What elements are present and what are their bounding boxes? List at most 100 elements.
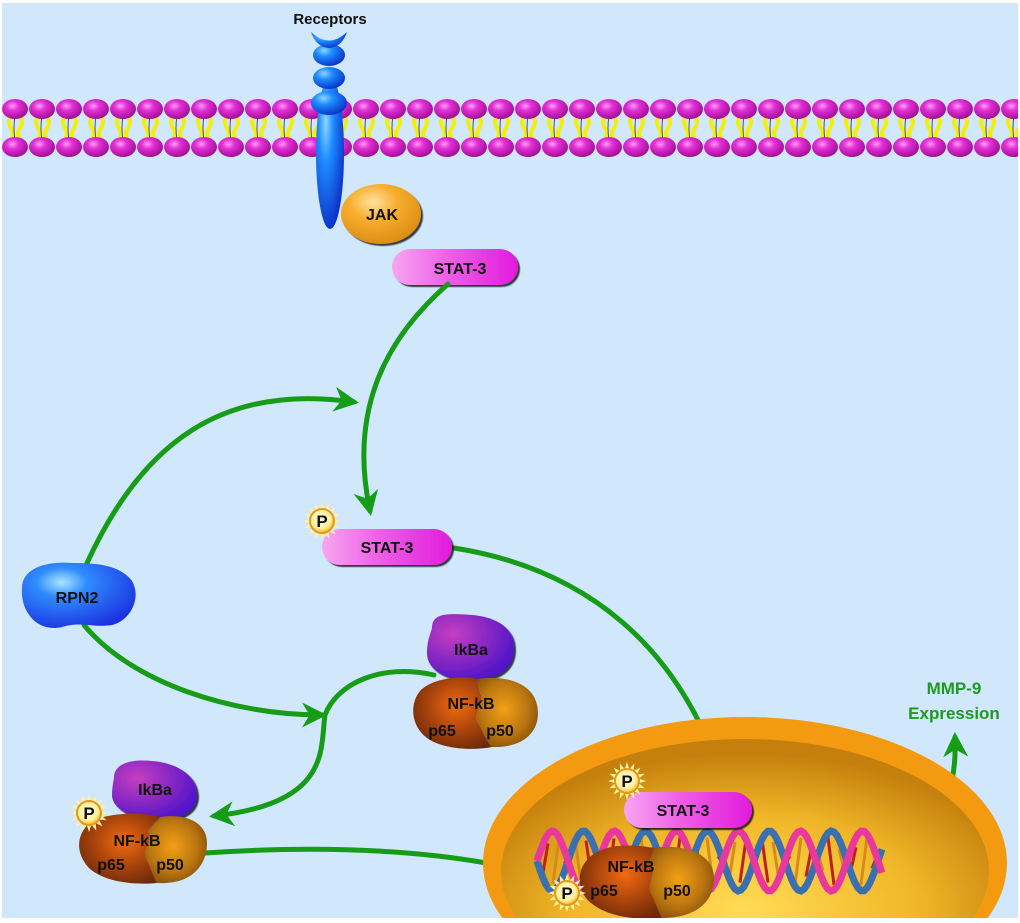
lipid-tail-pair	[385, 114, 402, 142]
phospho-label: P	[621, 772, 632, 791]
stat3-nuclear-label: STAT-3	[657, 803, 710, 820]
lipid-head-inner	[569, 137, 595, 157]
lipid-head-outer	[650, 99, 676, 119]
lipid-head-inner	[353, 137, 379, 157]
phospho-circle	[309, 508, 335, 534]
ikba-nfkb-phospho-complex: IkBa NF-kB p65 p50	[79, 760, 207, 884]
lipid-tail-pair	[61, 114, 78, 142]
lipid-head-inner	[542, 137, 568, 157]
lipid-head-inner	[839, 137, 865, 157]
stat3-phospho-label: STAT-3	[361, 540, 414, 557]
lipid-head-outer	[218, 99, 244, 119]
lipid-head-inner	[920, 137, 946, 157]
mmp9-label: MMP-9	[927, 679, 982, 698]
ikba-phospho-label: IkBa	[138, 782, 172, 799]
dna-base-pair	[826, 836, 836, 886]
lipid-head-inner	[488, 137, 514, 157]
nfkb-label: NF-kB	[447, 696, 494, 713]
lipid-head-inner	[218, 137, 244, 157]
arrow-stat3-phosphorylation	[353, 281, 451, 516]
lipid-head-inner	[785, 137, 811, 157]
phospho-circle	[614, 768, 640, 794]
lipid-head-inner	[893, 137, 919, 157]
lipid-head-outer	[596, 99, 622, 119]
dna-base-pair	[551, 838, 561, 884]
lipid-tail-pair	[844, 114, 861, 142]
lipid-head-outer	[137, 99, 163, 119]
lipid-tail-pair	[115, 114, 132, 142]
lipid-head-outer	[353, 99, 379, 119]
lipid-head-outer	[380, 99, 406, 119]
lipid-head-inner	[596, 137, 622, 157]
lipid-tail-pair	[790, 114, 807, 142]
lipid-head-inner	[164, 137, 190, 157]
lipid-head-outer	[272, 99, 298, 119]
lipid-head-outer	[785, 99, 811, 119]
jak-label: JAK	[366, 207, 398, 224]
dna-base-pair	[760, 839, 770, 883]
phospho-circle	[76, 800, 102, 826]
stat3-nuclear: STAT-3	[624, 792, 752, 828]
lipid-head-outer	[839, 99, 865, 119]
lipid-head-inner	[758, 137, 784, 157]
lipid-head-inner	[947, 137, 973, 157]
dna-base-pair	[738, 839, 748, 883]
lipid-tail-pair	[871, 114, 888, 142]
lipid-head-inner	[434, 137, 460, 157]
lipid-head-outer	[569, 99, 595, 119]
lipid-head-outer	[461, 99, 487, 119]
lipid-head-inner	[461, 137, 487, 157]
lipid-tail-pair	[34, 114, 51, 142]
lipid-head-outer	[866, 99, 892, 119]
pathway-diagram: Receptors JAK STAT-3 STAT-3 P RPN2 IkBa …	[2, 3, 1018, 918]
lipid-head-inner	[623, 137, 649, 157]
lipid-tail-pair	[979, 114, 996, 142]
arrow-rpn2-to-stat3	[84, 386, 359, 566]
lipid-head-outer	[1001, 99, 1018, 119]
lipid-head-outer	[245, 99, 271, 119]
diagram-canvas: Receptors JAK STAT-3 STAT-3 P RPN2 IkBa …	[2, 11, 1018, 918]
stat3-inactive-label: STAT-3	[434, 261, 487, 278]
p50-phospho-label: p50	[156, 857, 184, 874]
lipid-tail-pair	[88, 114, 105, 142]
lipid-head-inner	[407, 137, 433, 157]
lipid-tail-pair	[466, 114, 483, 142]
lipid-head-inner	[866, 137, 892, 157]
lipid-head-inner	[515, 137, 541, 157]
lipid-head-outer	[488, 99, 514, 119]
arrow-nfkb-phosphorylation	[209, 669, 437, 827]
dna-base-pair	[859, 837, 869, 885]
stat3-inactive: STAT-3	[392, 249, 518, 285]
expression-label: Expression	[908, 704, 1000, 723]
lipid-head-inner	[83, 137, 109, 157]
lipid-head-outer	[191, 99, 217, 119]
lipid-tail-pair	[223, 114, 240, 142]
rpn2-label: RPN2	[56, 590, 99, 607]
lipid-tail-pair	[817, 114, 834, 142]
ikba-nfkb-complex: IkBa NF-kB p65 p50	[413, 614, 538, 749]
phospho-marker-stat3-nuclear: P	[608, 762, 646, 800]
nfkb-nuclear-label: NF-kB	[607, 859, 654, 876]
lipid-tail-pair	[952, 114, 969, 142]
lipid-head-outer	[29, 99, 55, 119]
lipid-head-outer	[515, 99, 541, 119]
lipid-tail-pair	[709, 114, 726, 142]
lipid-head-inner	[677, 137, 703, 157]
lipid-head-outer	[83, 99, 109, 119]
lipid-head-inner	[272, 137, 298, 157]
nfkb-nuclear: NF-kB p65 p50	[579, 845, 714, 918]
lipid-tail-pair	[250, 114, 267, 142]
lipid-head-inner	[731, 137, 757, 157]
p50-label: p50	[486, 723, 514, 740]
phospho-marker-stat3: P	[303, 502, 341, 540]
lipid-tail-pair	[520, 114, 537, 142]
p65-label: p65	[428, 723, 456, 740]
lipid-head-outer	[164, 99, 190, 119]
lipid-head-outer	[731, 99, 757, 119]
lipid-tail-pair	[493, 114, 510, 142]
phospho-label: P	[561, 884, 572, 903]
lipid-head-inner	[650, 137, 676, 157]
lipid-tail-pair	[412, 114, 429, 142]
lipid-head-outer	[758, 99, 784, 119]
lipid-head-inner	[137, 137, 163, 157]
